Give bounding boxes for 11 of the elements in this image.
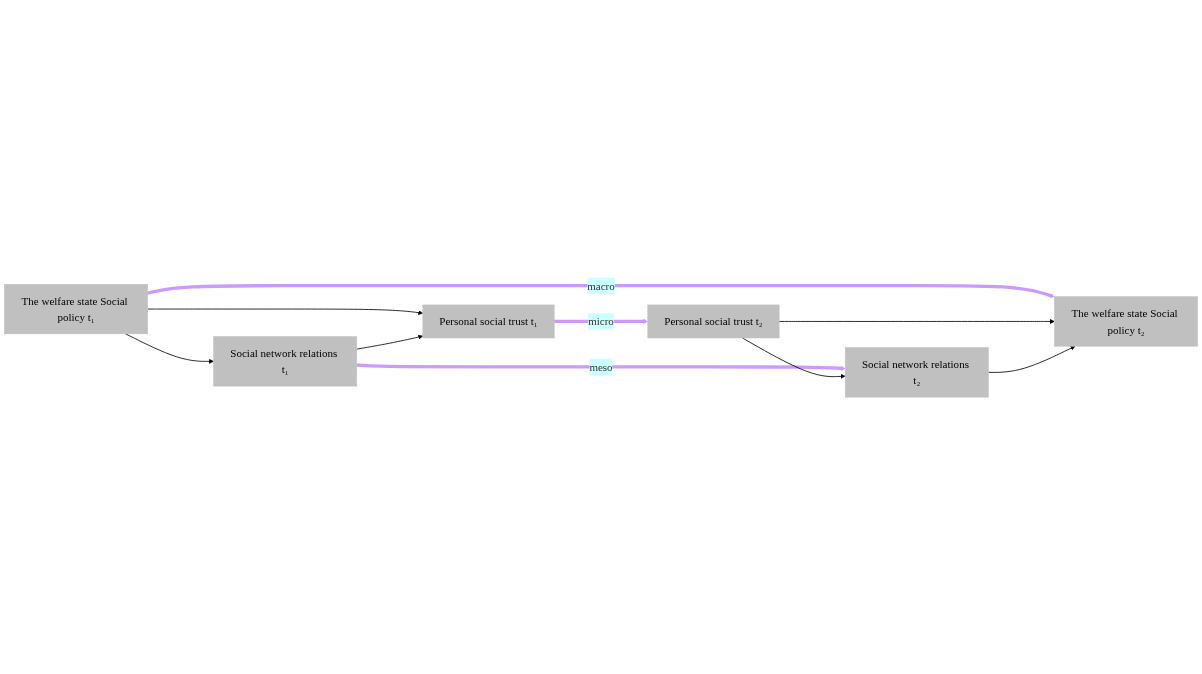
edge-label: meso [589,360,613,373]
arrow [356,363,846,371]
node-box: Social network relations t₂ [844,347,989,398]
node-box: Personal social trust t₂ [647,304,780,338]
edge-label: macro [587,279,615,292]
node-box: The welfare state Social policy t₁ [4,283,148,334]
node-box: Personal social trust t₁ [422,304,555,338]
arrow [147,283,1055,298]
node-box: Social network relations t₁ [213,336,358,387]
node-box: The welfare state Social policy t₂ [1054,296,1198,347]
edge-label: micro [588,315,614,328]
